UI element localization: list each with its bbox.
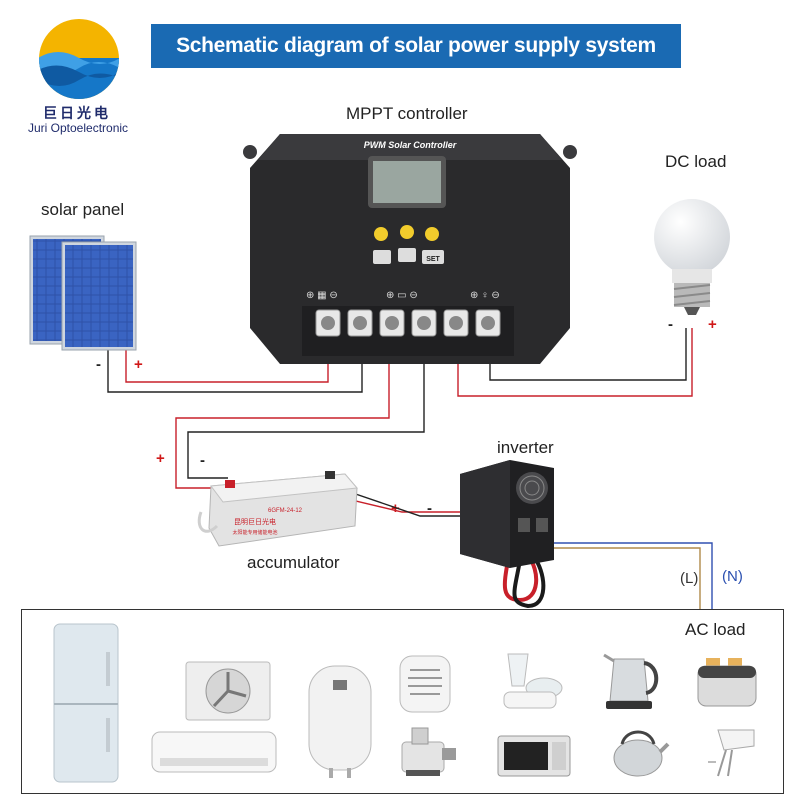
toaster-icon — [697, 658, 757, 707]
page-title: Schematic diagram of solar power supply … — [151, 24, 681, 101]
water-heater-icon — [308, 665, 372, 778]
brand-name-en: Juri Optoelectronic — [28, 121, 129, 135]
mppt-controller: PWM Solar Controller SET ⊕ ▦ ⊖ ⊕ ▭ ⊖ ⊕ ♀… — [243, 134, 577, 364]
svg-text:⊕ ♀ ⊖: ⊕ ♀ ⊖ — [470, 290, 500, 301]
live-wire-label: (L) — [680, 570, 699, 587]
svg-text:⊕ ▭ ⊖: ⊕ ▭ ⊖ — [386, 290, 418, 301]
brand-logo — [39, 19, 119, 99]
set-button-label: SET — [426, 256, 440, 263]
dc-load-label: DC load — [665, 152, 727, 171]
inverter-label: inverter — [497, 438, 554, 457]
inverter-plus-sign: + — [391, 500, 400, 517]
ac-load-panel — [21, 609, 784, 794]
accumulator-battery: 6GFM-24-12 昆明巨日光电 太阳能专用储能电池 — [197, 471, 358, 547]
inverter — [460, 460, 554, 568]
electric-kettle-icon — [603, 653, 659, 709]
hand-mixer-icon — [708, 729, 755, 777]
fan-heater-icon — [399, 655, 451, 713]
brand-name-cn: 巨日光电 — [43, 105, 111, 121]
microwave-icon — [497, 735, 571, 777]
dc-load-minus-sign: - — [668, 316, 673, 333]
solar-panel — [29, 235, 137, 351]
battery-brand-text: 昆明巨日光电 — [234, 517, 276, 526]
dc-load-plus-sign: + — [708, 316, 717, 333]
inverter-minus-sign: - — [427, 500, 432, 517]
solar-panel-label: solar panel — [41, 200, 125, 219]
accumulator-label: accumulator — [247, 553, 340, 572]
kettle-icon — [613, 730, 670, 777]
ac-load-label: AC load — [685, 620, 746, 639]
refrigerator-icon — [53, 623, 119, 783]
dc-load-bulb — [654, 199, 730, 315]
battery-plus-sign: + — [156, 450, 165, 467]
air-conditioner-icon — [151, 661, 277, 773]
controller-brand-text: PWM Solar Controller — [364, 140, 457, 150]
controller-label: MPPT controller — [346, 104, 468, 123]
meat-grinder-icon — [401, 727, 456, 776]
battery-minus-sign: - — [200, 452, 205, 469]
neutral-wire-label: (N) — [722, 568, 743, 585]
battery-model-text: 6GFM-24-12 — [268, 508, 303, 514]
panel-minus-sign: - — [96, 356, 101, 373]
blender-icon — [503, 653, 563, 709]
svg-text:⊕ ▦ ⊖: ⊕ ▦ ⊖ — [306, 290, 338, 301]
battery-usage-text: 太阳能专用储能电池 — [232, 529, 277, 536]
panel-plus-sign: + — [134, 356, 143, 373]
